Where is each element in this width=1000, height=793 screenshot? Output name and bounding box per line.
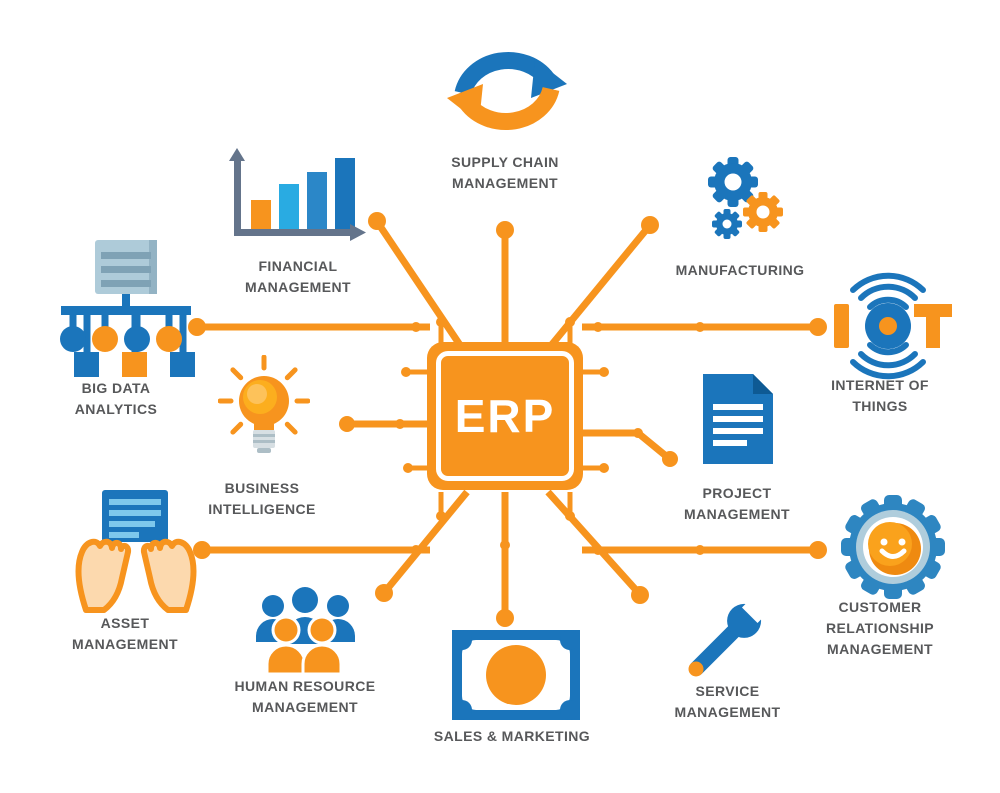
wrench-icon: [676, 591, 774, 692]
iot-icon: [828, 268, 953, 385]
module-label-sales-marketing: SALES & MARKETING: [433, 728, 591, 744]
people-group-icon: [248, 586, 363, 679]
module-label-iot: INTERNET OF THINGS: [831, 377, 929, 414]
data-network-icon: [55, 238, 195, 383]
module-label-big-data: BIG DATA ANALYTICS: [74, 380, 158, 417]
module-label-financial: FINANCIAL MANAGEMENT: [245, 258, 351, 295]
module-label-asset: ASSET MANAGEMENT: [72, 615, 178, 652]
erp-label: ERP: [454, 390, 556, 442]
module-label-crm: CUSTOMER RELATIONSHIP MANAGEMENT: [826, 599, 934, 657]
erp-inner-border: ERP: [436, 351, 574, 481]
bar-chart-icon: [225, 148, 370, 248]
refresh-arrows-icon: [447, 35, 567, 152]
module-label-project: PROJECT MANAGEMENT: [684, 485, 790, 522]
module-label-business-intelligence: BUSINESS INTELLIGENCE: [208, 480, 316, 517]
gears-icon: [693, 150, 793, 255]
module-label-supply-chain: SUPPLY CHAIN MANAGEMENT: [451, 154, 559, 191]
gear-smiley-icon: [838, 492, 948, 607]
module-label-service: SERVICE MANAGEMENT: [674, 683, 781, 720]
lightbulb-icon: [217, 354, 311, 478]
money-icon: [452, 630, 580, 725]
module-label-human-resource: HUMAN RESOURCE MANAGEMENT: [234, 678, 376, 715]
module-label-manufacturing: MANUFACTURING: [675, 262, 805, 278]
document-icon: [697, 368, 779, 475]
hands-holding-doc-icon: [72, 486, 200, 619]
erp-center-box: ERP: [427, 342, 583, 490]
